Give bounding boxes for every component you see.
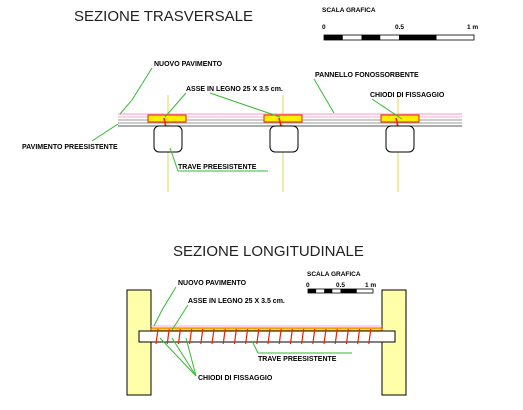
leader-battens-2: [209, 92, 281, 118]
nail-17: [334, 328, 338, 345]
nail-16: [323, 328, 327, 345]
transverse-scale-tick-1m: 1 m: [467, 24, 478, 31]
label-nails: CHIODI DI FISSAGGIO: [370, 92, 445, 99]
leader-sound-panel: [313, 78, 335, 114]
nail-9: [245, 328, 249, 345]
nail-19: [357, 328, 361, 345]
nail-11: [267, 328, 271, 345]
longitudinal-title: SEZIONE LONGITUDINALE: [173, 243, 364, 260]
nail-4: [189, 328, 193, 345]
label-new-floor: NUOVO PAVIMENTO: [154, 61, 223, 68]
existing-beam-2: [269, 125, 299, 153]
leader-long-existing-beam: [251, 340, 259, 354]
label-existing-floor: PAVIMENTO PREESISTENTE: [22, 144, 118, 151]
longitudinal-scale-tick-1m: 1 m: [365, 282, 376, 289]
nail-8: [233, 328, 237, 345]
transverse-scale-label: SCALA GRAFICA: [322, 7, 376, 14]
longitudinal-scale-bar: SCALA GRAFICA 0 0.5 1 m: [306, 271, 376, 294]
nail-10: [256, 328, 260, 345]
leader-existing-beam: [169, 147, 179, 172]
nail-15: [312, 328, 316, 345]
nail-20: [368, 328, 372, 345]
leader-nails: [371, 98, 403, 120]
label-long-nails: CHIODI DI FISSAGGIO: [198, 375, 273, 382]
leader-new-floor: [119, 67, 153, 115]
leader-long-nails-1: [159, 337, 197, 377]
nail-12: [278, 328, 282, 345]
nail-5: [200, 328, 204, 345]
nail-7: [222, 328, 226, 345]
transverse-title: SEZIONE TRASVERSALE: [74, 8, 253, 25]
nail-6: [211, 328, 215, 345]
transverse-scale-tick-0: 0: [322, 24, 326, 31]
label-long-existing-beam: TRAVE PREESISTENTE: [258, 356, 337, 363]
label-long-new-floor: NUOVO PAVIMENTO: [178, 280, 247, 287]
longitudinal-existing-beam: [138, 330, 396, 343]
label-sound-panel: PANNELLO FONOSSORBENTE: [315, 72, 419, 79]
leader-long-battens: [171, 304, 189, 331]
longitudinal-scale-tick-05: 0.5: [336, 282, 345, 289]
leader-existing-floor: [91, 123, 119, 142]
leader-long-nails-2: [171, 337, 197, 377]
longitudinal-nails: [155, 328, 372, 345]
transverse-scale-bar: SCALA GRAFICA 0 0.5 1 m: [322, 7, 478, 41]
leader-long-nails-3: [185, 337, 197, 377]
nail-18: [345, 328, 349, 345]
existing-beam-3: [385, 125, 415, 153]
nail-2: [166, 328, 170, 345]
longitudinal-scale-label: SCALA GRAFICA: [307, 271, 361, 278]
nail-1: [155, 328, 159, 345]
label-existing-beam: TRAVE PREESISTENTE: [178, 164, 257, 171]
existing-beam-1: [153, 125, 183, 153]
leader-battens-1: [164, 92, 187, 118]
label-wood-battens: ASSE IN LEGNO 25 X 3.5 cm.: [186, 86, 283, 93]
nail-14: [301, 328, 305, 345]
nail-13: [289, 328, 293, 345]
longitudinal-floor-layers: [150, 325, 383, 332]
leader-long-new-floor: [153, 286, 177, 327]
label-long-wood-battens: ASSE IN LEGNO 25 X 3.5 cm.: [188, 298, 285, 305]
transverse-scale-tick-05: 0.5: [395, 24, 404, 31]
longitudinal-scale-tick-0: 0: [306, 282, 310, 289]
nail-3: [177, 328, 181, 345]
